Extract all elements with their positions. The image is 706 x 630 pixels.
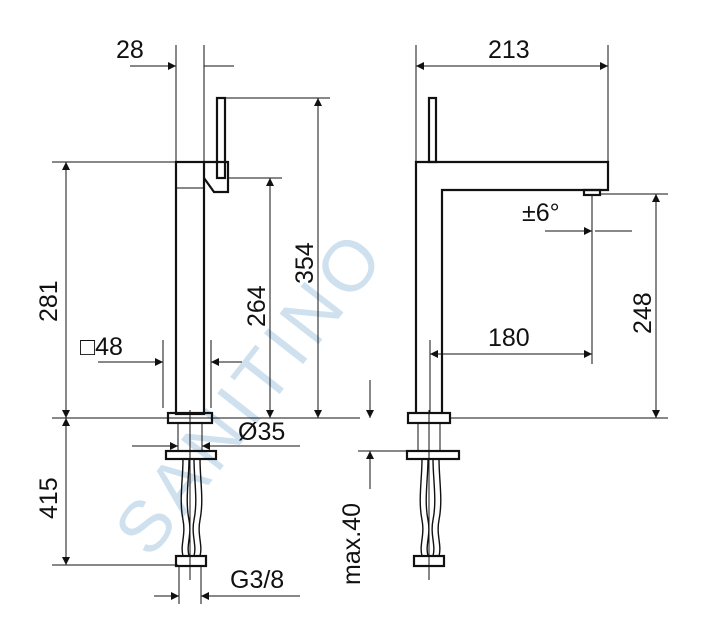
dim-angle: ±6°: [522, 199, 560, 227]
side-body: [414, 160, 610, 414]
front-view: [164, 96, 230, 580]
dim-281: 281: [35, 280, 63, 322]
dim-dia-35: Ø35: [238, 418, 285, 446]
dim-180: 180: [488, 324, 530, 352]
front-lever: [215, 96, 227, 180]
dim-28: 28: [116, 36, 144, 64]
side-mount-plate: [405, 449, 461, 461]
side-hose-left: [419, 458, 424, 557]
dim-square-48: □48: [80, 333, 123, 361]
dim-248: 248: [629, 292, 657, 334]
dim-354: 354: [291, 242, 319, 284]
front-hose-left: [180, 458, 185, 557]
front-fitting: [174, 554, 208, 568]
side-lever: [427, 96, 438, 164]
front-dimensions: 28 281 264 354 □48 Ø35 415 G3/8: [35, 36, 360, 604]
front-lever-cap: [203, 160, 230, 194]
dim-264: 264: [243, 285, 271, 327]
front-hose-right: [192, 458, 197, 557]
dim-213: 213: [488, 36, 530, 64]
dim-thread: G3/8: [230, 566, 284, 594]
dim-415: 415: [35, 477, 63, 519]
side-dimensions: 213 ±6° 248 180 max.40: [338, 36, 668, 585]
dim-max-40: max.40: [338, 503, 366, 585]
front-body: [174, 160, 206, 416]
side-outlet: [582, 188, 602, 197]
front-mount-plate: [164, 449, 218, 461]
side-fitting: [412, 554, 446, 568]
side-hose-right: [431, 458, 436, 557]
